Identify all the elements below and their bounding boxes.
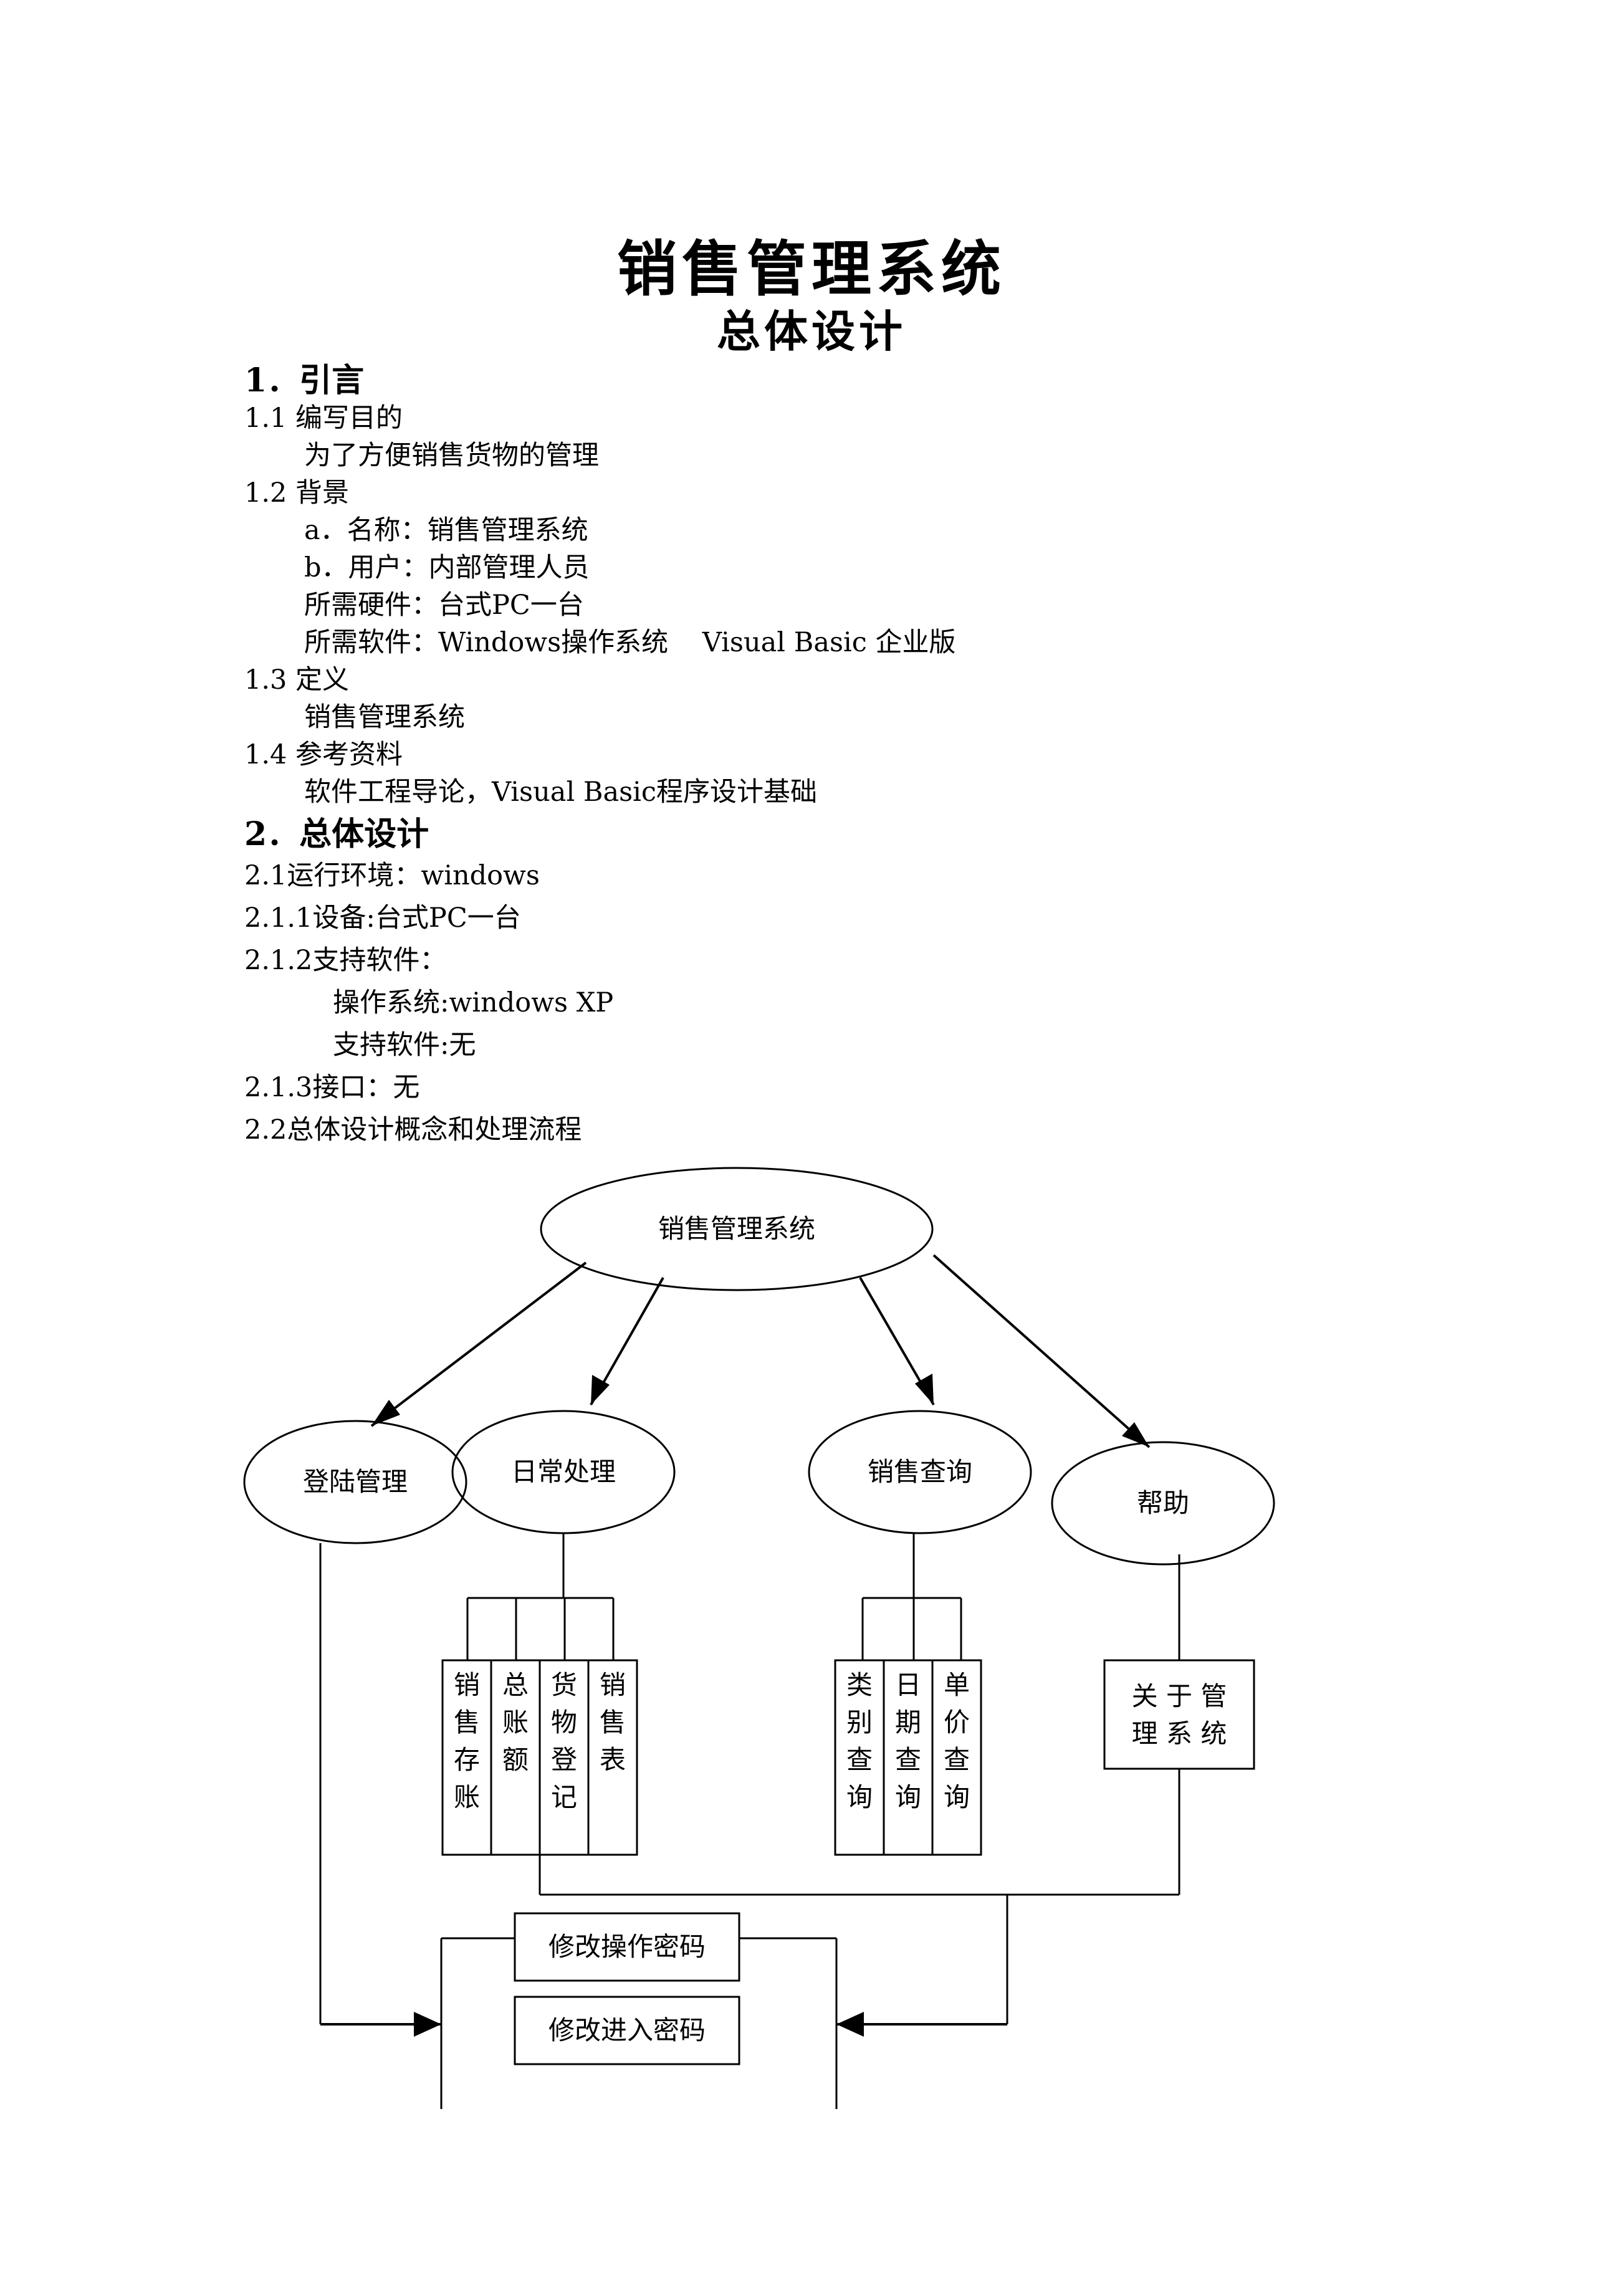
arrow-root-login [370,1261,587,1427]
arrowhead-query [915,1374,934,1405]
daily-char: 账 [502,1707,529,1738]
query-char: 类 [846,1670,873,1700]
daily-char: 售 [600,1707,626,1738]
query-char: 期 [895,1707,921,1738]
daily-box-sales-table [587,1659,638,1856]
section-2-1: 2.1运行环境：windows [244,860,540,891]
section-1-4-heading: 1.4 参考资料 [244,739,403,770]
section-2-heading: 2．总体设计 [244,815,429,853]
section-1-3-text: 销售管理系统 [304,702,465,733]
section-2-1-2: 2.1.2支持软件： [244,945,447,976]
background-users: b．用户：内部管理人员 [304,552,590,583]
background-hardware: 所需硬件：台式PC一台 [304,590,584,621]
module-login-label: 登陆管理 [303,1466,408,1497]
arrowhead-help [1122,1422,1149,1447]
arrowhead-daily [591,1375,610,1405]
arrowhead-login [371,1400,400,1426]
module-login [243,1420,467,1544]
daily-char: 销 [600,1670,626,1700]
module-query [808,1410,1032,1534]
section-1-3-heading: 1.3 定义 [244,664,350,696]
query-char: 日 [895,1670,921,1700]
module-query-label: 销售查询 [868,1457,972,1487]
background-software: 所需软件：Windows操作系统 Visual Basic 企业版 [304,627,956,658]
daily-char: 销 [454,1670,480,1700]
root-label: 销售管理系统 [658,1213,815,1244]
pwd-box-entry [514,1996,740,2065]
section-1-1-heading: 1.1 编写目的 [244,403,403,434]
section-1-1-text: 为了方便销售货物的管理 [304,440,599,471]
section-1-4-text: 软件工程导论，Visual Basic程序设计基础 [304,777,818,808]
daily-char: 记 [551,1782,577,1812]
section-2-1-1: 2.1.1设备:台式PC一台 [244,902,521,934]
query-char: 查 [944,1744,970,1775]
query-char: 询 [846,1782,873,1812]
help-box-about [1103,1659,1255,1770]
support-os: 操作系统:windows XP [333,987,614,1018]
module-daily-label: 日常处理 [511,1457,616,1487]
help-line-2: 理 系 统 [1132,1718,1227,1749]
daily-char: 总 [502,1670,529,1700]
query-char: 询 [895,1782,921,1812]
root-node [540,1167,934,1291]
daily-char: 表 [600,1744,626,1775]
document-subtitle: 总体设计 [717,305,906,357]
query-char: 价 [944,1707,970,1738]
help-line-1: 关 于 管 [1132,1681,1227,1711]
section-1-2-heading: 1.2 背景 [244,477,350,509]
module-help [1051,1441,1275,1566]
query-char: 询 [944,1782,970,1812]
daily-char: 账 [454,1782,480,1812]
query-box-price [931,1659,982,1856]
daily-char: 物 [551,1707,577,1738]
pwd-entry-label: 修改进入密码 [548,2015,706,2045]
daily-char: 售 [454,1707,480,1738]
daily-char: 货 [551,1670,577,1700]
query-char: 查 [895,1744,921,1775]
pwd-box-operation [514,1912,740,1982]
section-2-1-3: 2.1.3接口：无 [244,1072,420,1103]
arrowhead-password-left [414,2012,441,2037]
section-1-heading: 1．引言 [244,361,365,399]
daily-char: 额 [502,1744,529,1775]
section-2-2: 2.2总体设计概念和处理流程 [244,1114,582,1146]
support-software: 支持软件:无 [333,1030,476,1061]
arrow-root-help [932,1254,1151,1448]
module-help-label: 帮助 [1137,1488,1189,1518]
document-title: 销售管理系统 [617,234,1006,304]
pwd-operation-label: 修改操作密码 [548,1931,706,1962]
query-char: 查 [846,1744,873,1775]
arrowhead-password-right [836,2012,864,2037]
background-name: a．名称：销售管理系统 [304,515,588,546]
query-char: 别 [846,1707,873,1738]
daily-char: 登 [551,1744,577,1775]
daily-char: 存 [454,1744,480,1775]
query-char: 单 [944,1670,970,1700]
